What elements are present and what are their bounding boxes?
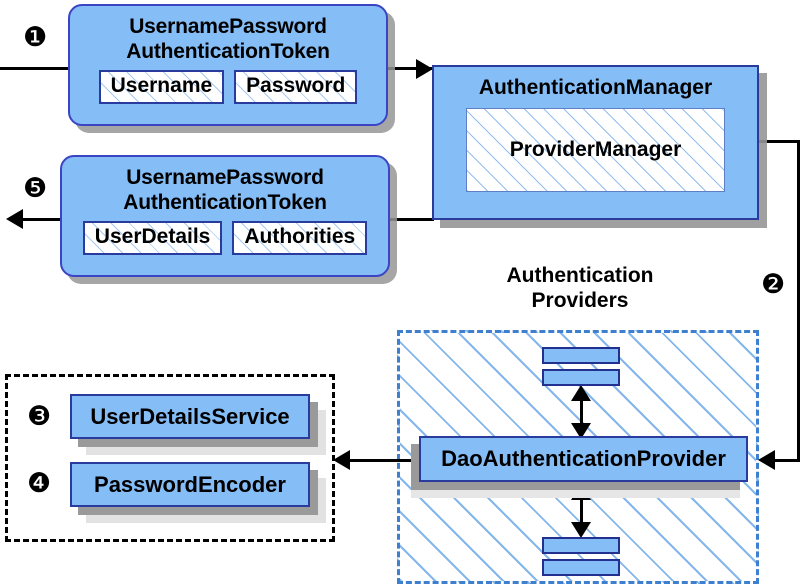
response-authentication-token[interactable]: UsernamePassword AuthenticationToken Use… <box>60 155 390 277</box>
step-badge-4: ❹ <box>27 468 52 499</box>
connector-manager-to-response <box>388 218 434 221</box>
response-token-title-line2: AuthenticationToken <box>123 191 327 214</box>
arrowhead-stub-top-down <box>571 423 591 439</box>
response-token-slot-authorities: Authorities <box>232 221 368 255</box>
arrowhead-to-manager <box>416 59 433 79</box>
connector-manager-down <box>797 140 800 460</box>
provider-stub-bottom-1 <box>542 537 620 554</box>
response-token-title: UsernamePassword AuthenticationToken <box>62 157 388 215</box>
step-badge-5: ❺ <box>23 173 48 204</box>
request-token-slots: Username Password <box>70 70 386 104</box>
arrowhead-stub-bottom-up <box>571 484 591 500</box>
response-token-title-line1: UsernamePassword <box>126 166 324 189</box>
response-token-slots: UserDetails Authorities <box>62 221 388 255</box>
request-token-title-line2: AuthenticationToken <box>126 40 330 63</box>
authentication-providers-label: Authentication Providers <box>470 263 690 313</box>
password-encoder-box[interactable]: PasswordEncoder <box>70 462 310 507</box>
authentication-manager-panel[interactable]: AuthenticationManager ProviderManager <box>432 65 759 220</box>
authentication-providers-label-line2: Providers <box>531 289 629 312</box>
step-badge-1: ❶ <box>23 22 48 53</box>
request-token-slot-username: Username <box>98 70 225 104</box>
provider-manager-box[interactable]: ProviderManager <box>466 108 725 192</box>
dao-authentication-provider[interactable]: DaoAuthenticationProvider <box>419 436 748 482</box>
authentication-manager-title: AuthenticationManager <box>478 76 713 99</box>
authentication-providers-label-line1: Authentication <box>506 264 654 287</box>
arrowhead-response-out <box>6 209 23 229</box>
connector-token-to-manager <box>386 67 434 70</box>
connector-stub-top-dao <box>580 390 583 435</box>
connector-into-dao <box>765 459 800 462</box>
provider-stub-top-1 <box>542 347 620 364</box>
request-authentication-token[interactable]: UsernamePassword AuthenticationToken Use… <box>68 4 388 126</box>
connector-response-out <box>22 218 70 221</box>
request-token-title-line1: UsernamePassword <box>129 15 327 38</box>
request-token-title: UsernamePassword AuthenticationToken <box>70 6 386 64</box>
request-token-slot-password: Password <box>234 70 358 104</box>
connector-request-in <box>0 67 70 70</box>
response-token-slot-userdetails: UserDetails <box>82 221 223 255</box>
provider-stub-top-2 <box>542 369 620 386</box>
arrowhead-to-services <box>333 450 350 470</box>
connector-manager-right <box>757 140 800 143</box>
provider-stub-bottom-2 <box>542 559 620 576</box>
step-badge-3: ❸ <box>27 401 52 432</box>
connector-dao-to-services <box>345 459 420 462</box>
step-badge-2: ❷ <box>761 269 786 300</box>
arrowhead-stub-bottom-down <box>571 522 591 538</box>
arrowhead-into-dao <box>758 450 775 470</box>
user-details-service-box[interactable]: UserDetailsService <box>70 394 310 439</box>
connector-dao-stub-bottom <box>580 489 583 534</box>
arrowhead-stub-top-up <box>571 385 591 401</box>
